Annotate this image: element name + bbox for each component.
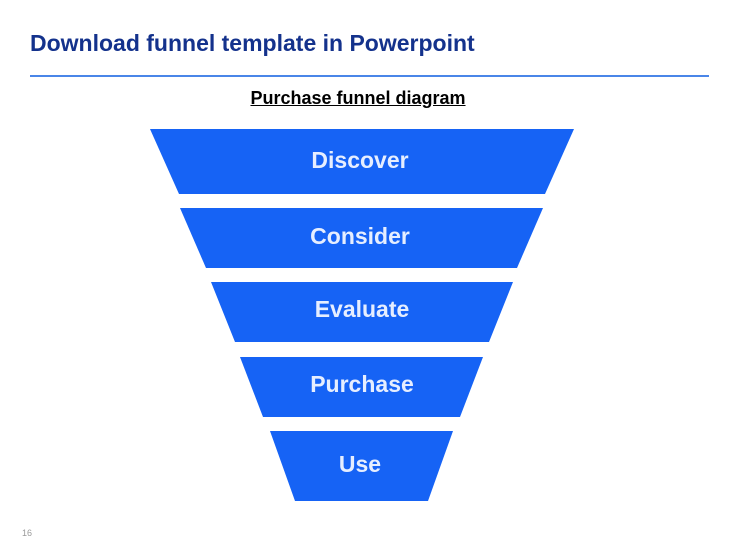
funnel-stage-shape (150, 129, 574, 194)
funnel-stage-label: Consider (310, 223, 410, 249)
funnel-stage-label: Discover (311, 147, 408, 173)
funnel-stage-use: Use (270, 431, 453, 501)
funnel-stage-discover: Discover (150, 129, 574, 194)
funnel-stage-shape (270, 431, 453, 501)
slide-title: Download funnel template in Powerpoint (30, 30, 475, 56)
funnel-stage-label: Use (339, 451, 381, 477)
funnel-stage-shape (211, 282, 513, 342)
funnel-stage-shape (240, 357, 483, 417)
funnel-stage-evaluate: Evaluate (211, 282, 513, 342)
title-divider (30, 75, 709, 77)
diagram-title: Purchase funnel diagram (250, 88, 466, 108)
funnel-stage-consider: Consider (180, 208, 543, 268)
page-number: 16 (22, 528, 33, 538)
funnel-stage-label: Evaluate (315, 296, 410, 322)
funnel-stage-label: Purchase (310, 371, 414, 397)
funnel-stage-purchase: Purchase (240, 357, 483, 417)
funnel-stage-shape (180, 208, 543, 268)
